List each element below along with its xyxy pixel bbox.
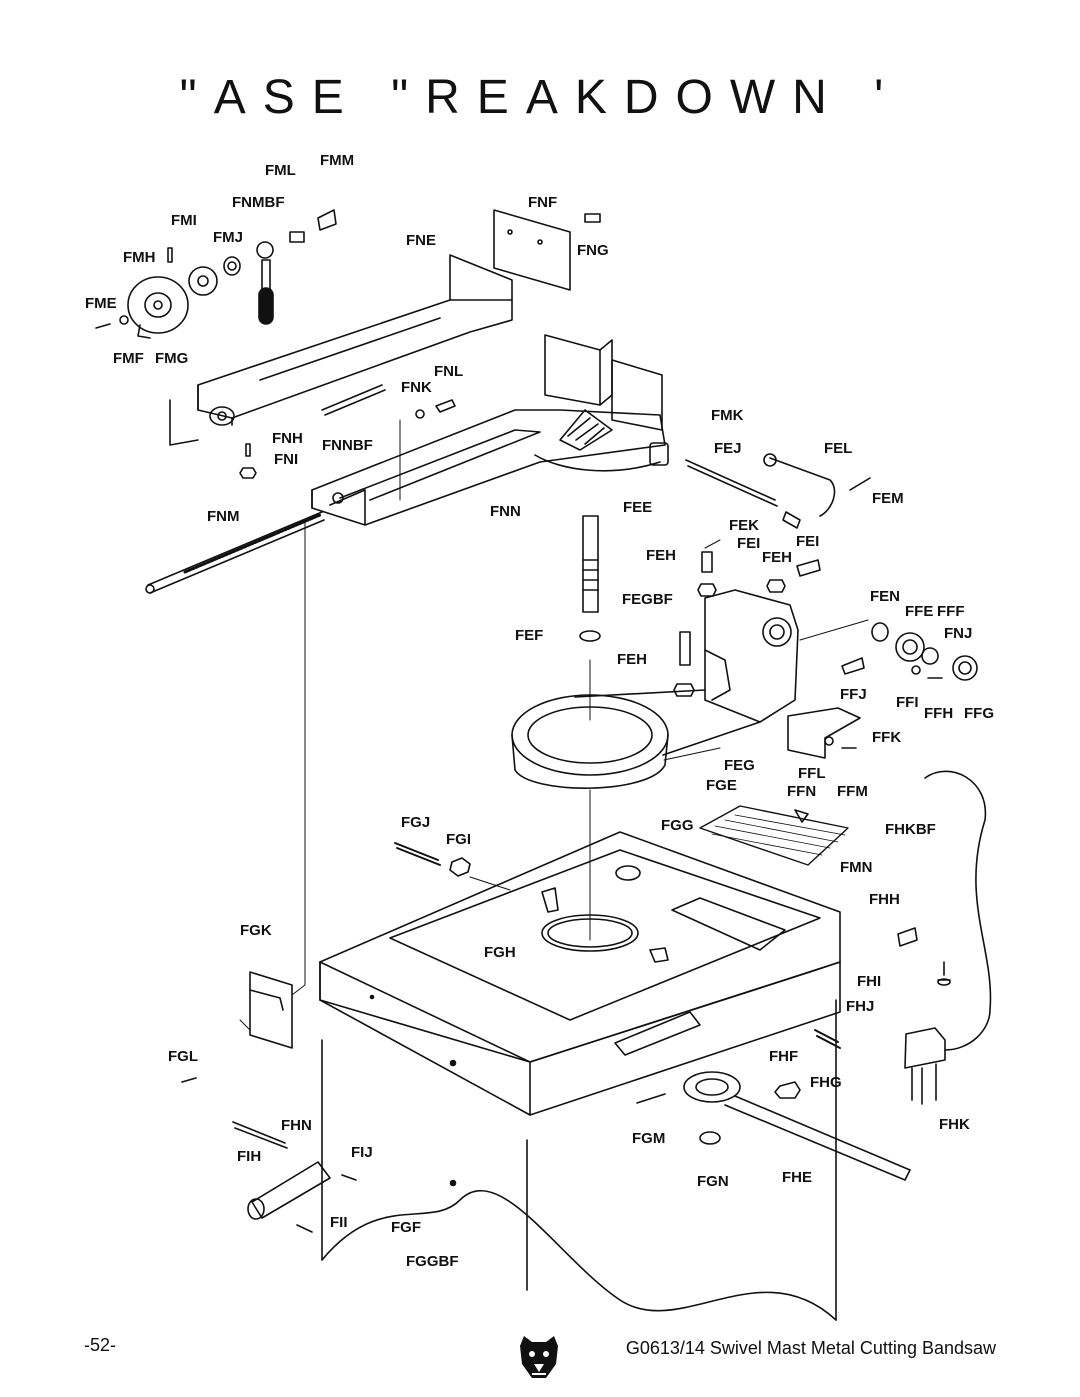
handwheel (95, 209, 337, 339)
label-fne: FNE (406, 232, 436, 249)
cabinet-stand (321, 999, 837, 1321)
label-fhh: FHH (869, 891, 900, 908)
label-fek: FEK (729, 517, 759, 534)
label-fgj: FGJ (401, 814, 430, 831)
label-fnh: FNH (272, 430, 303, 447)
label-fgi: FGI (446, 831, 471, 848)
label-fih: FIH (237, 1148, 261, 1165)
label-feh-1: FEH (646, 547, 676, 564)
label-fhj: FHJ (846, 998, 874, 1015)
label-fnm: FNM (207, 508, 240, 525)
page-number: -52- (84, 1335, 117, 1355)
label-ffm: FFM (837, 783, 868, 800)
label-ffj: FFJ (840, 686, 867, 703)
label-fnf: FNF (528, 194, 557, 211)
label-fge: FGE (706, 777, 737, 794)
label-fhkbf: FHKBF (885, 821, 936, 838)
lead-screw (145, 511, 325, 594)
label-fgg: FGG (661, 817, 694, 834)
label-fnk: FNK (401, 379, 432, 396)
label-fmk: FMK (711, 407, 744, 424)
label-ffe: FFE (905, 603, 933, 620)
label-fni: FNI (274, 451, 298, 468)
label-ffi: FFI (896, 694, 919, 711)
handle-bar (232, 1121, 357, 1233)
label-fhi: FHI (857, 973, 881, 990)
swivel-casting (511, 589, 799, 789)
label-feh-3: FEH (617, 651, 647, 668)
label-fml: FML (265, 162, 296, 179)
label-fgn: FGN (697, 1173, 729, 1190)
label-fei-1: FEI (737, 535, 760, 552)
label-fnnbf: FNNBF (322, 437, 373, 454)
vise-bed (169, 254, 669, 526)
label-fmh: FMH (123, 249, 156, 266)
footer-manual-title: G0613/14 Swivel Mast Metal Cutting Bands… (625, 1338, 996, 1358)
label-fegbf: FEGBF (622, 591, 673, 608)
label-fij: FIJ (351, 1144, 373, 1161)
label-feh-2: FEH (762, 549, 792, 566)
label-fgm: FGM (632, 1130, 665, 1147)
label-fel: FEL (824, 440, 852, 457)
label-fmg: FMG (155, 350, 188, 367)
label-feg: FEG (724, 757, 755, 774)
label-fmi: FMI (171, 212, 197, 229)
label-ffn: FFN (787, 783, 816, 800)
label-fhk: FHK (939, 1116, 970, 1133)
label-fii: FII (330, 1214, 348, 1231)
label-fgf: FGF (391, 1219, 421, 1236)
label-ffk: FFK (872, 729, 901, 746)
label-fnl: FNL (434, 363, 463, 380)
label-fhe: FHE (782, 1169, 812, 1186)
label-ffh: FFH (924, 705, 953, 722)
label-fmj: FMJ (213, 229, 243, 246)
label-fme: FME (85, 295, 117, 312)
label-ffg: FFG (964, 705, 994, 722)
label-fgh: FGH (484, 944, 516, 961)
label-fhf: FHF (769, 1048, 798, 1065)
label-fej: FEJ (714, 440, 742, 457)
label-fng: FNG (577, 242, 609, 259)
page-title: "ASE "REAKDOWN ' (179, 71, 901, 124)
mast-pin (579, 515, 601, 642)
label-fem: FEM (872, 490, 904, 507)
leader-lines (239, 419, 869, 1031)
label-fnj: FNJ (944, 625, 972, 642)
label-fef: FEF (515, 627, 543, 644)
base-tray (319, 831, 841, 1116)
bracket (787, 707, 861, 759)
wrench (636, 1029, 911, 1181)
label-fmm: FMM (320, 152, 354, 169)
label-fei-2: FEI (796, 533, 819, 550)
label-fen: FEN (870, 588, 900, 605)
label-fmn: FMN (840, 859, 873, 876)
label-fhg: FHG (810, 1074, 842, 1091)
label-fnmbf: FNMBF (232, 194, 285, 211)
label-fnn: FNN (490, 503, 521, 520)
bear-head-logo-icon (520, 1336, 558, 1378)
label-fggbf: FGGBF (406, 1253, 459, 1270)
label-fhn: FHN (281, 1117, 312, 1134)
label-fmf: FMF (113, 350, 144, 367)
jaw-plate (493, 209, 571, 291)
brush-pad (699, 805, 849, 866)
label-ffl: FFL (798, 765, 826, 782)
limit-switch (904, 770, 992, 1105)
label-fee: FEE (623, 499, 652, 516)
label-fgk: FGK (240, 922, 272, 939)
label-fff: FFF (937, 603, 965, 620)
label-fgl: FGL (168, 1048, 198, 1065)
